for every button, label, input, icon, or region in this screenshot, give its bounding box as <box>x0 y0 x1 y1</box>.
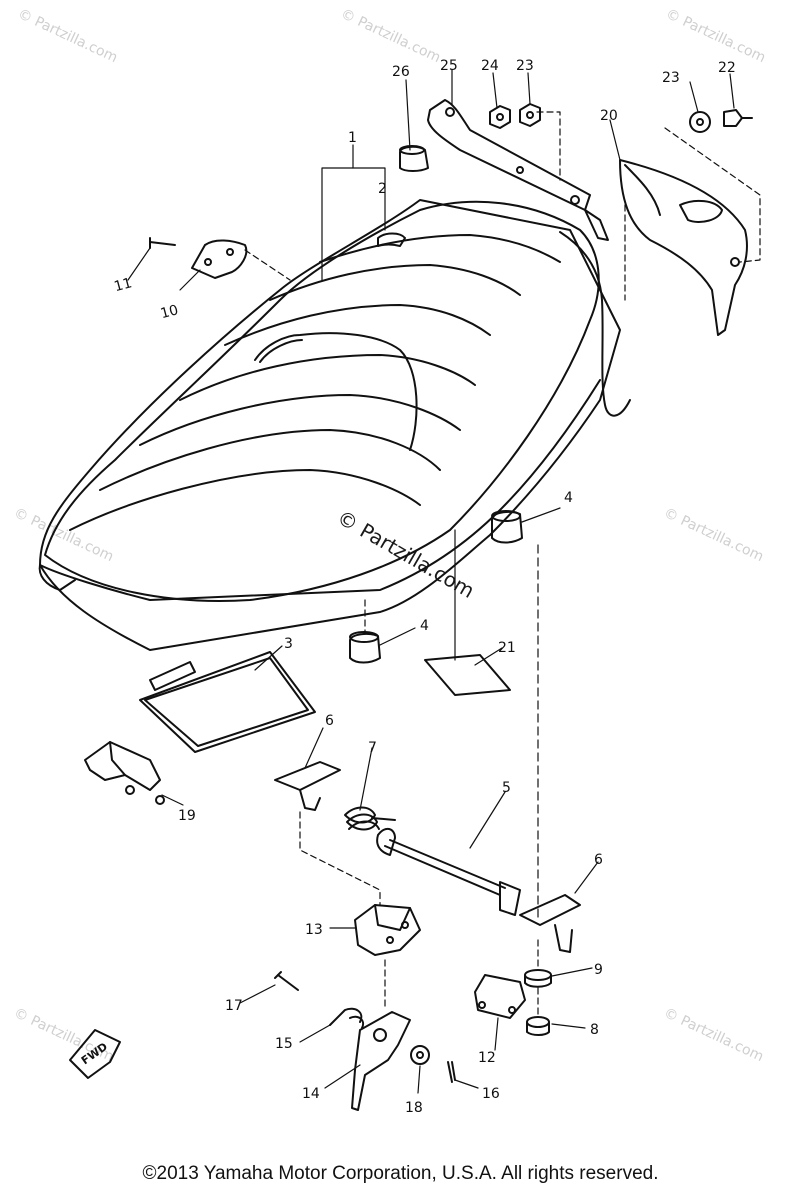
part-13-latch <box>354 904 421 956</box>
part-5-rod <box>376 827 521 916</box>
part-24-nut <box>489 105 511 129</box>
callout-23a: 23 <box>516 58 534 74</box>
copyright-notice: ©2013 Yamaha Motor Corporation, U.S.A. A… <box>142 1163 659 1184</box>
callout-8: 8 <box>590 1022 599 1038</box>
callout-9: 9 <box>594 962 603 978</box>
callout-23b: 23 <box>662 70 680 86</box>
callout-7: 7 <box>368 740 377 756</box>
callouts: 1 2 3 4 4 5 6 6 7 8 9 10 11 12 13 14 15 … <box>112 58 735 1116</box>
part-26-damper <box>399 145 429 172</box>
callout-21: 21 <box>498 640 516 656</box>
part-15-spring <box>329 1007 364 1029</box>
callout-18: 18 <box>405 1100 423 1116</box>
seat-parts-diagram: FWD <box>38 58 761 1116</box>
callout-26: 26 <box>392 64 410 80</box>
part-18-washer <box>410 1045 430 1065</box>
callout-24: 24 <box>481 58 499 74</box>
callout-13: 13 <box>305 922 323 938</box>
part-20-grab-rail <box>619 159 748 336</box>
callout-19: 19 <box>178 808 196 824</box>
part-16-cotter-pin <box>447 1061 456 1083</box>
callout-12: 12 <box>478 1050 496 1066</box>
part-9-washer <box>524 969 552 988</box>
part-12-lock <box>474 974 526 1019</box>
callout-17: 17 <box>225 998 243 1014</box>
fwd-arrow-icon: FWD <box>69 1029 121 1079</box>
callout-15: 15 <box>275 1036 293 1052</box>
part-23-nut <box>519 103 541 127</box>
callout-10: 10 <box>159 302 180 322</box>
part-7-spring <box>344 806 396 831</box>
part-8-grommet <box>526 1016 550 1036</box>
callout-4a: 4 <box>564 490 573 506</box>
callout-3: 3 <box>284 636 293 652</box>
callout-11: 11 <box>112 275 133 295</box>
callout-16: 16 <box>482 1086 500 1102</box>
seat <box>38 199 631 651</box>
rear-strut <box>584 209 609 241</box>
part-11-screw <box>149 237 176 249</box>
part-10-hook <box>191 239 248 279</box>
part-6-plate-upper <box>274 761 341 811</box>
part-14-lever <box>351 1011 411 1111</box>
part-6-plate-lower <box>519 894 581 953</box>
callout-4b: 4 <box>420 618 429 634</box>
part-21-label <box>424 654 511 696</box>
part-19-bracket <box>84 741 165 805</box>
callout-2: 2 <box>378 181 387 197</box>
part-4-damper-right <box>491 510 523 544</box>
part-22-bolt <box>723 109 753 127</box>
part-23-washer-right <box>689 111 711 133</box>
callout-6b: 6 <box>594 852 603 868</box>
callout-25: 25 <box>440 58 458 74</box>
callout-20: 20 <box>600 108 618 124</box>
callout-5: 5 <box>502 780 511 796</box>
callout-22: 22 <box>718 60 736 76</box>
leader-lines <box>127 69 761 1094</box>
part-17-pin <box>274 971 299 991</box>
callout-6a: 6 <box>325 713 334 729</box>
part-4-damper-left <box>349 631 381 664</box>
part-3-tray <box>139 651 316 753</box>
callout-1: 1 <box>348 130 357 146</box>
part-2-clip <box>377 232 406 247</box>
callout-14: 14 <box>302 1086 320 1102</box>
